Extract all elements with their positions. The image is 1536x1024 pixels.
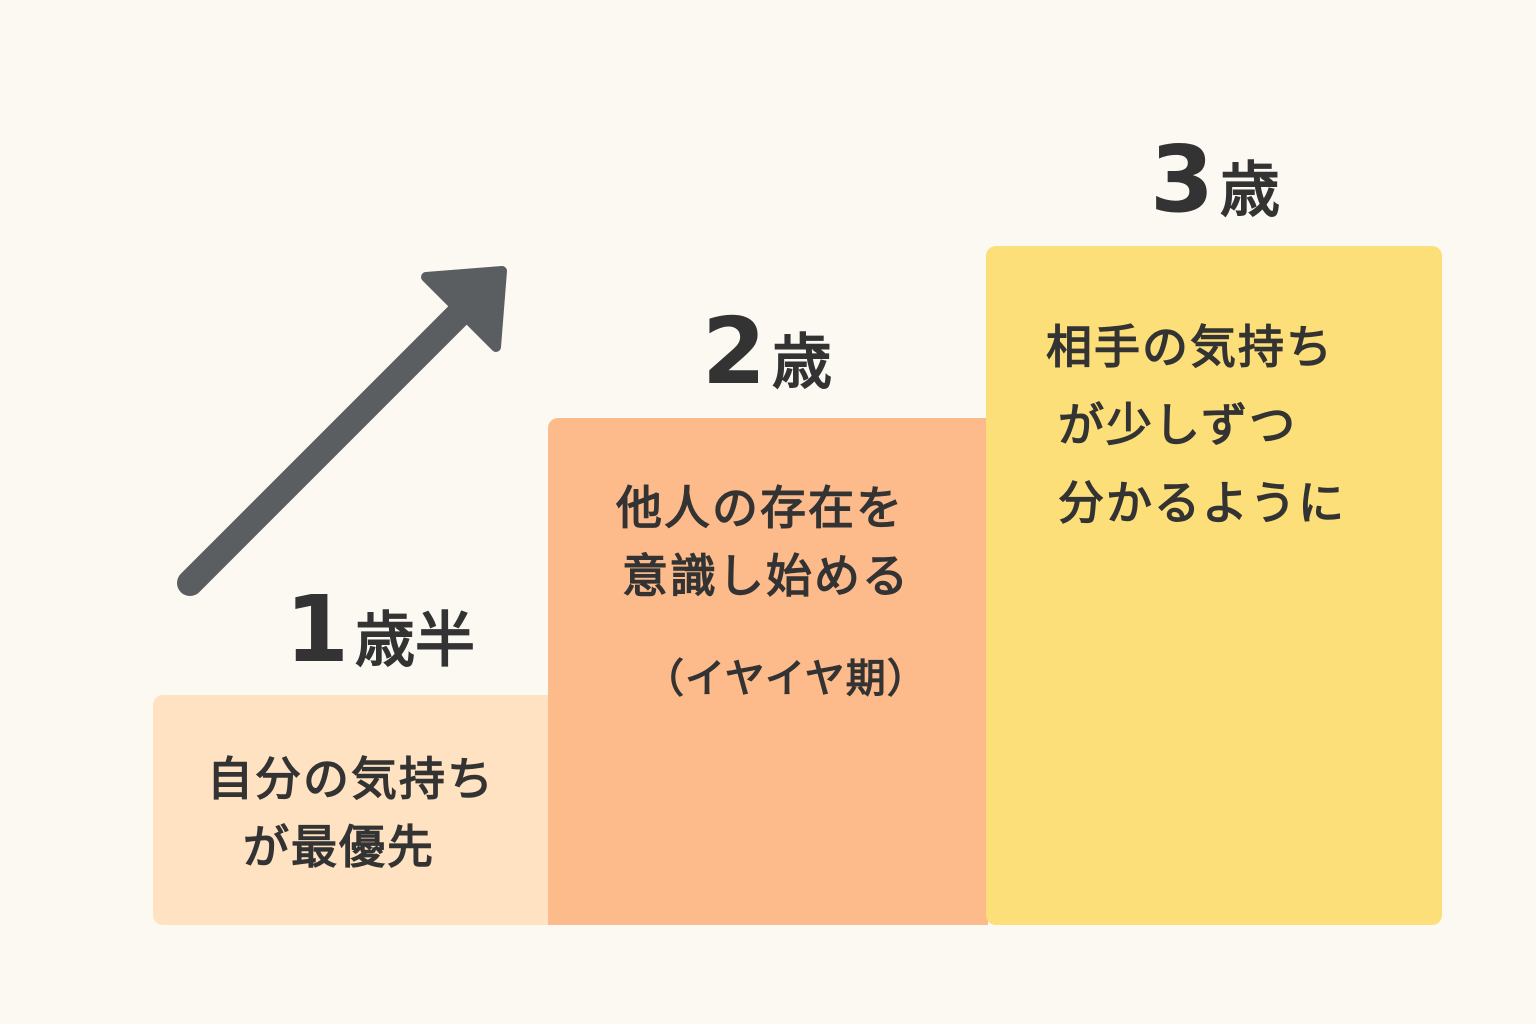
age-number: 1: [285, 576, 350, 683]
age-unit: 歳半: [355, 606, 476, 676]
step-note: （イヤイヤ期）: [644, 656, 928, 702]
step-text-line: が少しずつ: [1058, 398, 1298, 452]
age-unit: 歳: [1220, 156, 1281, 226]
step-text-line: が最優先: [243, 820, 435, 874]
step-text-line: 自分の気持ち: [207, 752, 495, 806]
step-text-line: 他人の存在を: [616, 481, 904, 535]
step-text-line: 相手の気持ち: [1046, 320, 1334, 374]
step-block-3: 相手の気持ち が少しずつ 分かるように: [986, 246, 1442, 925]
step-text-line: 分かるように: [1058, 476, 1346, 530]
age-number: 2: [702, 298, 767, 405]
step-block-2: 他人の存在を 意識し始める （イヤイヤ期）: [548, 418, 988, 925]
up-right-arrow-icon: [177, 266, 507, 596]
step-description: 他人の存在を 意識し始める: [616, 474, 910, 610]
step-description: 相手の気持ち が少しずつ 分かるように: [1046, 308, 1346, 542]
age-number: 3: [1150, 126, 1215, 233]
step-block-1: 自分の気持ち が最優先: [153, 695, 551, 925]
step-description: 自分の気持ち が最優先: [207, 745, 495, 881]
age-unit: 歳: [772, 328, 833, 398]
step-text-line: 意識し始める: [622, 549, 910, 603]
